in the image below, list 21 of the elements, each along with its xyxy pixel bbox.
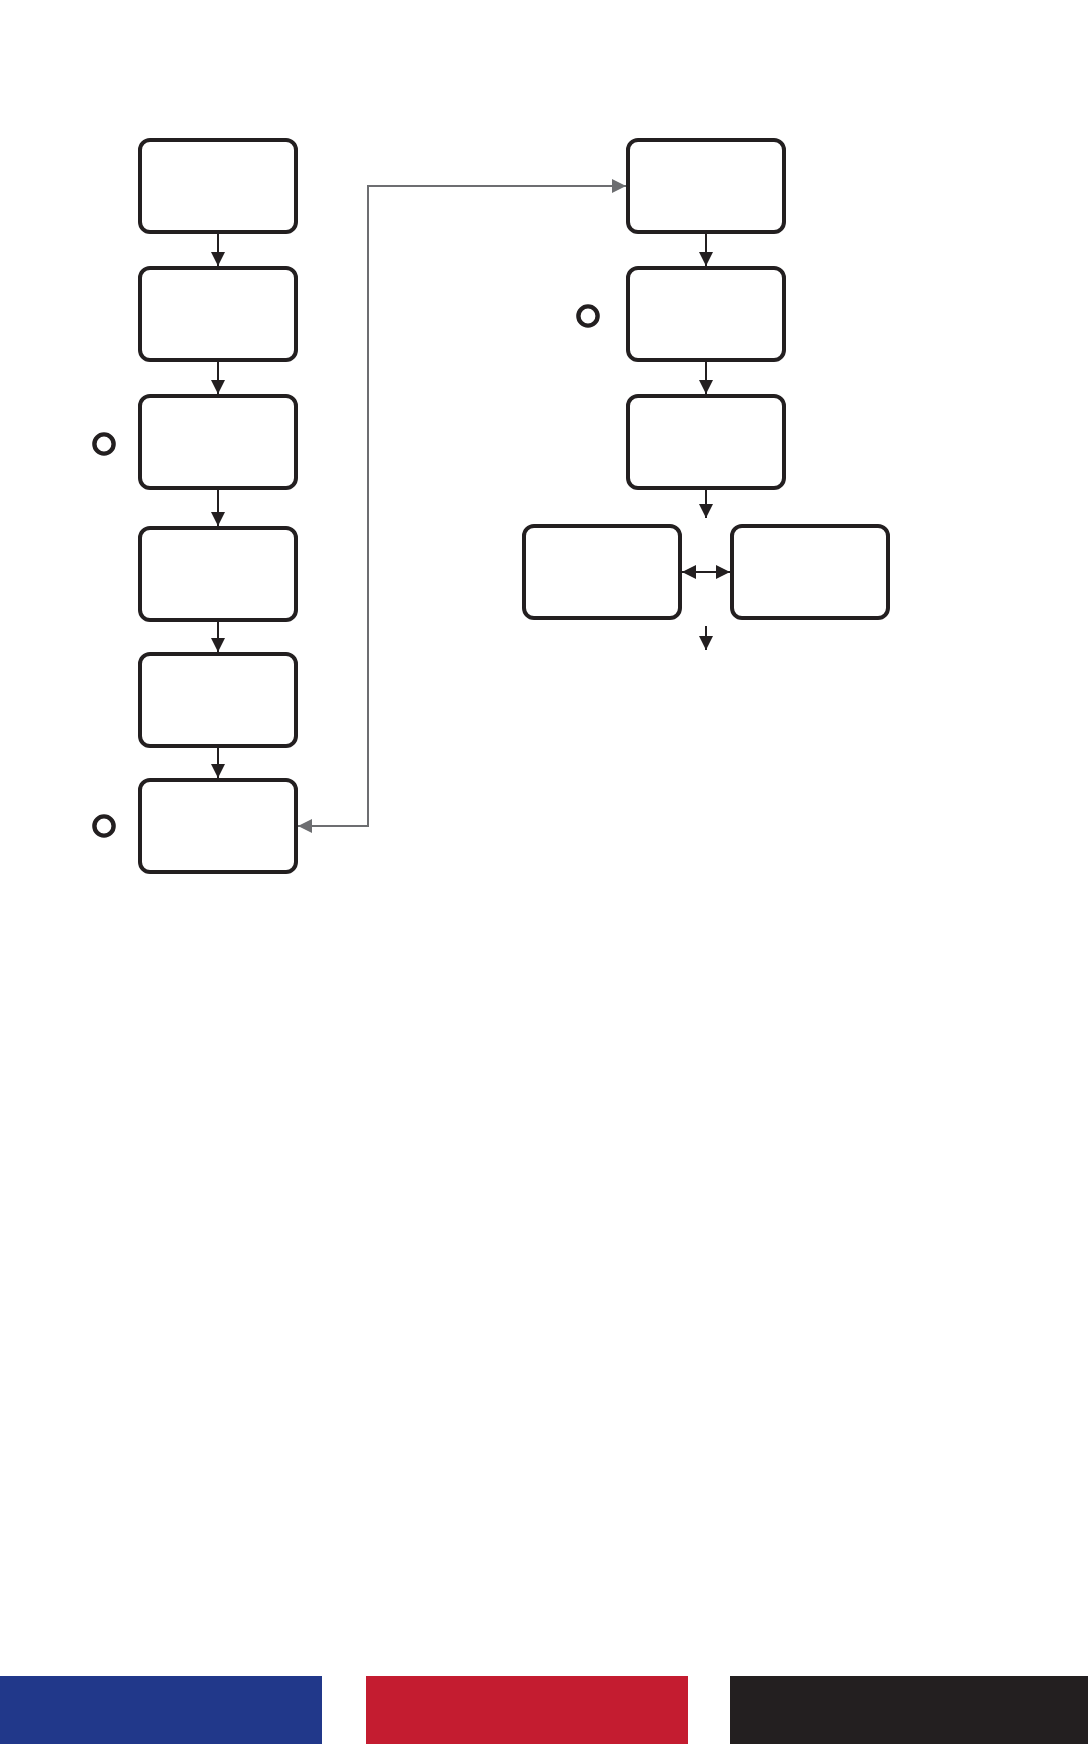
process-box — [138, 138, 298, 234]
process-box — [138, 526, 298, 622]
arrow — [211, 621, 225, 653]
arrow — [211, 233, 225, 267]
process-box — [138, 652, 298, 748]
arrow — [699, 489, 713, 519]
arrow — [699, 233, 713, 267]
process-box — [626, 266, 786, 362]
process-box — [626, 394, 786, 490]
process-box — [522, 524, 682, 620]
arrow — [699, 361, 713, 395]
process-box — [138, 394, 298, 490]
arrow — [297, 179, 627, 833]
process-box — [626, 138, 786, 234]
process-box — [138, 266, 298, 362]
arrow — [211, 747, 225, 779]
arrow — [681, 565, 731, 579]
process-box — [730, 524, 890, 620]
process-box — [138, 778, 298, 874]
arrow — [211, 361, 225, 395]
arrow — [211, 489, 225, 527]
